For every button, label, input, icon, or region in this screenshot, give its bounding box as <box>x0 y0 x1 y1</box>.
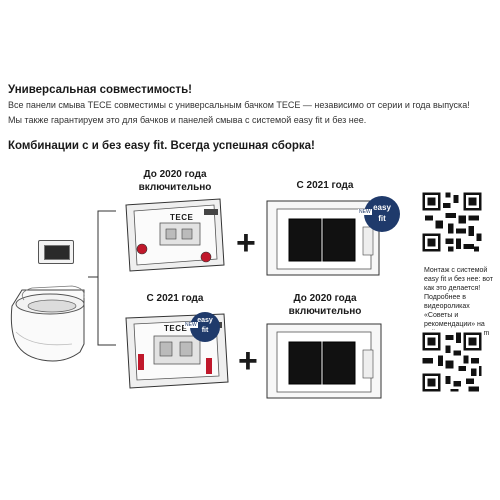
toilet-illustration <box>10 285 85 362</box>
qr-code-bottom[interactable] <box>420 330 484 394</box>
heading-compatibility: Универсальная совместимость! <box>8 84 192 96</box>
mounting-frame-old: TECE <box>120 195 230 275</box>
frame-brand-top: TECE <box>170 213 194 222</box>
plus-sign-bottom: + <box>238 342 258 380</box>
bottom-left-label: С 2021 года <box>146 293 204 304</box>
flush-plate-new-top <box>263 195 383 280</box>
top-left-label: До 2020 года включительно <box>138 169 212 193</box>
qr-code-top[interactable] <box>420 190 484 254</box>
frame-brand-bottom: TECE <box>164 324 188 333</box>
easy-fit-badge-bottom: easy fit NEW <box>184 310 222 344</box>
easy-fit-badge-top: easy fit NEW <box>358 194 402 234</box>
bracket-connector <box>88 210 116 346</box>
top-right-label: С 2021 года <box>296 180 354 191</box>
text-line-1: Все панели смыва TECE совместимы с униве… <box>8 100 470 110</box>
bottom-right-label: До 2020 года включительно <box>288 293 362 317</box>
flush-plate-old-bottom <box>263 320 385 402</box>
heading-combinations: Комбинации с и без easy fit. Всегда успе… <box>8 140 315 152</box>
text-line-2: Мы также гарантируем это для бачков и па… <box>8 115 367 125</box>
plus-sign-top: + <box>236 224 256 262</box>
flush-plate-small-icon <box>38 240 74 264</box>
